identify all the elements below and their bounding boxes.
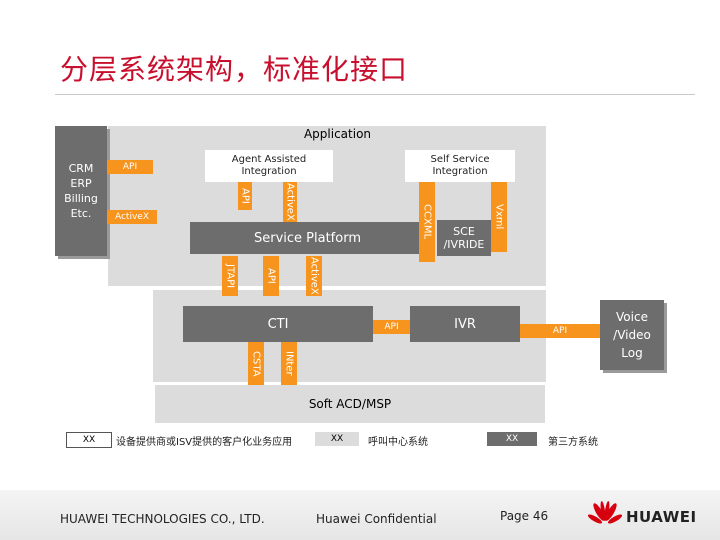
page-title: 分层系统架构，标准化接口	[60, 53, 409, 86]
api-agent-label: API	[239, 188, 251, 204]
inter-label: INter	[283, 351, 295, 376]
vxml-connector: Vxml	[491, 182, 507, 252]
jtapi-connector: JTAPI	[222, 256, 238, 296]
api-crm-label: API	[122, 162, 138, 172]
agent-assisted-label: Agent Assisted Integration	[231, 154, 307, 177]
agent-assisted-box: Agent Assisted Integration	[205, 150, 333, 182]
api-sp-label: API	[265, 268, 277, 284]
ivr-box: IVR	[410, 306, 520, 342]
activex-agent-label: ActiveX	[284, 183, 296, 221]
api-voice-label: API	[552, 326, 568, 336]
soft-acd-box: Soft ACD/MSP	[155, 385, 545, 423]
activex-sp-label: ActiveX	[308, 257, 320, 295]
cti-label: CTI	[267, 316, 289, 332]
api-voice-connector: API	[520, 324, 600, 338]
service-platform-box: Service Platform	[190, 222, 425, 254]
inter-connector: INter	[281, 342, 297, 385]
api-agent-connector: API	[238, 182, 252, 210]
huawei-logo-text: HUAWEI	[626, 508, 697, 526]
cti-box: CTI	[183, 306, 373, 342]
vxml-label: Vxml	[493, 204, 505, 230]
activex-crm-connector: ActiveX	[107, 210, 157, 224]
ivr-label: IVR	[454, 316, 476, 332]
api-cti-label: API	[384, 322, 399, 332]
api-crm-connector: API	[107, 160, 153, 174]
self-service-label: Self Service Integration	[430, 154, 490, 177]
jtapi-label: JTAPI	[224, 263, 236, 289]
legend-box-callcenter-label: XX	[330, 434, 344, 444]
crm-label: CRM ERP Billing Etc.	[64, 162, 98, 220]
ccxml-connector: CCXML	[419, 182, 435, 262]
voice-video-log-box: Voice /Video Log	[600, 300, 664, 370]
legend-text-isv: 设备提供商或ISV提供的客户化业务应用	[116, 437, 293, 448]
csta-label: CSTA	[250, 350, 262, 377]
huawei-logo-icon	[588, 501, 622, 524]
crm-box: CRM ERP Billing Etc.	[55, 126, 107, 256]
activex-sp-connector: ActiveX	[306, 256, 322, 296]
activex-agent-connector: ActiveX	[283, 182, 297, 222]
legend-text-thirdparty: 第三方系统	[548, 437, 598, 448]
legend-box-thirdparty-label: XX	[505, 434, 519, 444]
legend-box-thirdparty: XX	[487, 432, 537, 446]
ccxml-label: CCXML	[421, 204, 433, 240]
title-divider	[55, 94, 695, 95]
self-service-box: Self Service Integration	[405, 150, 515, 182]
service-platform-label: Service Platform	[253, 230, 361, 246]
api-sp-connector: API	[263, 256, 279, 296]
footer-page-number: Page 46	[500, 509, 549, 523]
activex-crm-label: ActiveX	[114, 212, 149, 222]
footer-company: HUAWEI TECHNOLOGIES CO., LTD.	[60, 512, 265, 526]
legend-box-callcenter: XX	[315, 432, 359, 446]
application-label: Application	[303, 127, 372, 141]
legend-box-isv-label: XX	[82, 435, 96, 445]
csta-connector: CSTA	[248, 342, 264, 385]
legend-box-isv: XX	[66, 432, 112, 448]
footer-confidential: Huawei Confidential	[316, 512, 437, 526]
voice-video-log-label: Voice /Video Log	[613, 310, 651, 360]
sce-label: SCE /IVRIDE	[443, 225, 485, 251]
api-cti-connector: API	[373, 320, 410, 334]
sce-box: SCE /IVRIDE	[437, 220, 491, 256]
legend-text-callcenter: 呼叫中心系统	[368, 437, 428, 448]
soft-acd-label: Soft ACD/MSP	[308, 397, 392, 411]
